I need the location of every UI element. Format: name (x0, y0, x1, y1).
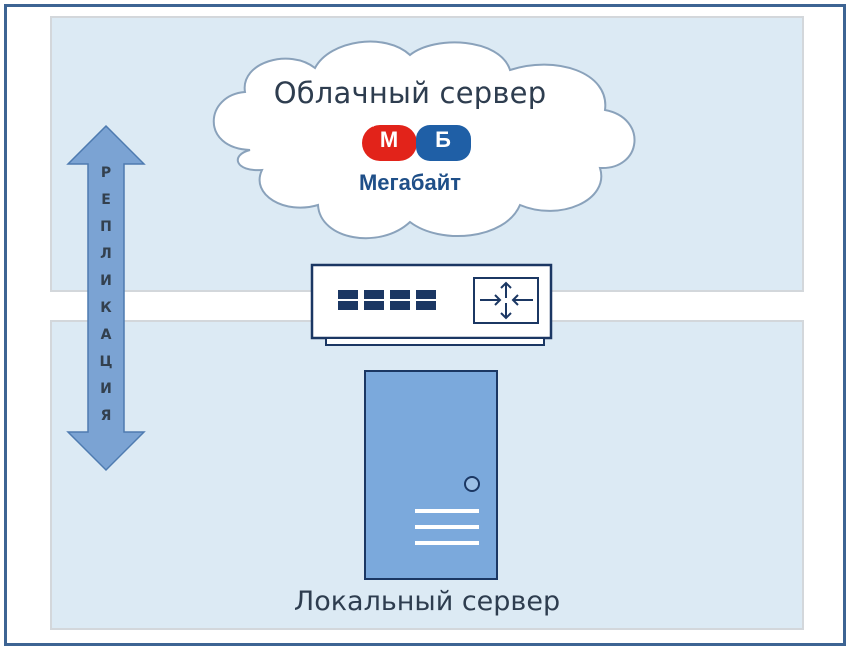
brand-logo-letter-m: М (379, 127, 399, 152)
brand-logo (362, 119, 471, 161)
local-server-label: Локальный сервер (293, 586, 561, 617)
replication-letter: И (100, 381, 112, 397)
replication-letter: А (100, 327, 112, 343)
router-icon (310, 263, 553, 346)
replication-letter: П (100, 219, 112, 235)
replication-letter: И (100, 273, 112, 289)
replication-letter: Р (100, 165, 112, 181)
replication-letter: К (100, 300, 112, 316)
brand-name: Мегабайт (358, 170, 462, 195)
brand-logo-letter-b: Б (435, 127, 451, 152)
replication-arrow-icon (66, 124, 146, 472)
replication-letter: Я (100, 408, 112, 424)
server-tower-icon (364, 370, 498, 580)
replication-letter: Е (101, 192, 111, 208)
cloud-server-title: Облачный сервер (273, 76, 547, 110)
replication-letter: Ц (99, 354, 113, 370)
replication-letter: Л (100, 246, 112, 262)
